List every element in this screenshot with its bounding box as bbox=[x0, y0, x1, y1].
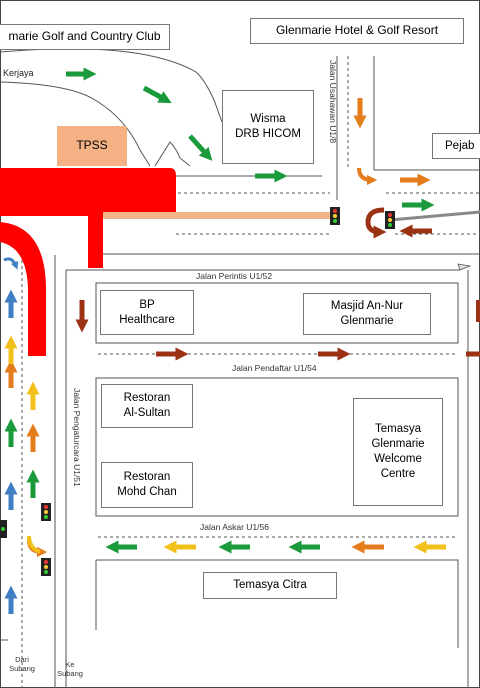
road-island bbox=[154, 141, 191, 167]
flyover-pillar bbox=[88, 214, 103, 268]
traffic-light-icon bbox=[330, 207, 340, 225]
flyover-curve bbox=[0, 222, 46, 356]
brown-u-turn-arrow bbox=[365, 207, 387, 239]
wisma-drb-hicom: Wisma DRB HICOM bbox=[222, 90, 314, 164]
bp-healthcare: BP Healthcare bbox=[100, 290, 194, 335]
restoran-al-sultan: Restoran Al-Sultan bbox=[101, 384, 193, 428]
blue-turn-arrow bbox=[3, 257, 19, 270]
temasya-citra: Temasya Citra bbox=[203, 572, 337, 599]
restoran-mohd-chan: Restoran Mohd Chan bbox=[101, 462, 193, 508]
tan-road bbox=[103, 212, 331, 219]
green-arrow bbox=[142, 85, 172, 104]
green-arrow bbox=[188, 134, 213, 161]
orange-turn-arrow bbox=[357, 167, 378, 186]
road-edge bbox=[389, 210, 480, 222]
road-edge-inner bbox=[0, 81, 151, 167]
street-perintis: Jalan Perintis U1/52 bbox=[196, 271, 273, 281]
masjid-an-nur: Masjid An-Nur Glenmarie bbox=[303, 293, 431, 335]
street-pendaftar: Jalan Pendaftar U1/54 bbox=[232, 363, 317, 373]
yellow-turn-arrow bbox=[27, 535, 41, 554]
flyover-ramp bbox=[0, 168, 176, 216]
traffic-light-icon bbox=[0, 520, 7, 538]
street-askar: Jalan Askar U1/56 bbox=[200, 522, 269, 532]
kerjaya-label: Kerjaya bbox=[3, 68, 34, 78]
traffic-light-icon bbox=[41, 503, 51, 521]
traffic-light-icon bbox=[41, 558, 51, 576]
street-pengaturcara: Jalan Pengaturcara U1/51 bbox=[72, 388, 82, 487]
temasya-welcome-centre: Temasya Glenmarie Welcome Centre bbox=[353, 398, 443, 506]
ke-subang-label: Ke Subang bbox=[57, 660, 83, 678]
traffic-light-icon bbox=[385, 211, 395, 229]
hotel-label: Glenmarie Hotel & Golf Resort bbox=[250, 18, 464, 44]
road-island bbox=[457, 263, 472, 271]
dari-subang-label: Dari Subang bbox=[9, 655, 35, 673]
tpss-building: TPSS bbox=[57, 126, 127, 166]
pejabat-label: Pejab bbox=[432, 133, 480, 159]
block-outline bbox=[95, 282, 459, 344]
block-outline bbox=[95, 377, 459, 517]
golf-club-label: marie Golf and Country Club bbox=[0, 24, 170, 50]
street-usahawan: Jalan Usahawan U1/8 bbox=[328, 60, 338, 144]
block-outline bbox=[96, 559, 459, 648]
